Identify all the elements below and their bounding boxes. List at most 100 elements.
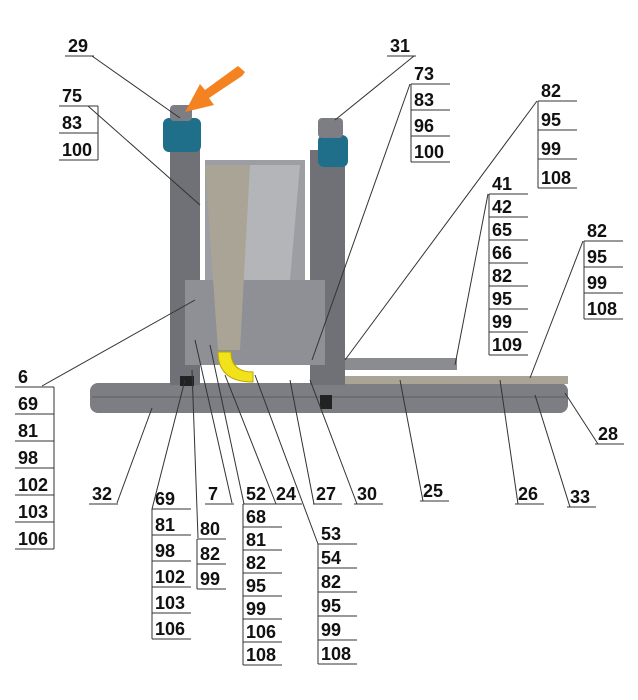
part-number: 108 <box>246 645 276 665</box>
part-number: 52 <box>246 484 266 504</box>
part-number: 25 <box>423 481 443 501</box>
part-number: 99 <box>321 620 341 640</box>
callout-75: 75 83 100 <box>59 86 201 206</box>
part-number: 99 <box>587 273 607 293</box>
part-number: 82 <box>246 553 266 573</box>
callout-28: 28 <box>564 392 624 445</box>
callout-82: 82 95 99 108 <box>529 221 623 379</box>
part-number: 103 <box>18 502 48 522</box>
right-motor <box>318 135 348 167</box>
leader-line <box>534 394 571 508</box>
leader-line <box>289 379 315 505</box>
part-number: 6 <box>18 367 28 387</box>
part-number: 108 <box>541 168 571 188</box>
part-number: 24 <box>276 484 296 504</box>
part-number: 27 <box>316 484 336 504</box>
leader-line <box>529 240 584 379</box>
leader-line <box>334 55 415 121</box>
part-number: 100 <box>62 140 92 160</box>
leader-line <box>454 193 489 366</box>
callouts: 2975831003173839610082959910841426566829… <box>15 36 624 666</box>
part-number: 99 <box>541 139 561 159</box>
part-number: 69 <box>18 394 38 414</box>
leader-line <box>116 407 153 504</box>
part-number: 108 <box>321 644 351 664</box>
machine-illustration <box>90 66 568 413</box>
side-conveyor <box>345 358 457 370</box>
leader-line <box>191 369 199 539</box>
leader-line <box>399 379 424 502</box>
part-number: 98 <box>18 448 38 468</box>
callout-82: 82 95 99 108 <box>344 81 577 361</box>
part-number: 82 <box>541 81 561 101</box>
part-number: 68 <box>246 507 266 527</box>
part-number: 54 <box>321 548 341 568</box>
part-number: 82 <box>321 572 341 592</box>
part-number: 99 <box>200 569 220 589</box>
part-number: 65 <box>492 220 512 240</box>
part-number: 66 <box>492 243 512 263</box>
part-number: 95 <box>587 247 607 267</box>
part-number: 108 <box>587 299 617 319</box>
part-number: 33 <box>570 487 590 507</box>
part-number: 99 <box>246 599 266 619</box>
part-number: 106 <box>246 622 276 642</box>
leader-line <box>309 379 358 505</box>
leader-line <box>151 379 186 510</box>
part-number: 73 <box>414 64 434 84</box>
callout-32: 32 <box>89 407 153 505</box>
callout-29: 29 <box>65 36 181 119</box>
part-number: 99 <box>492 312 512 332</box>
part-number: 28 <box>598 424 618 444</box>
part-number: 82 <box>200 544 220 564</box>
part-number: 75 <box>62 86 82 106</box>
leader-line <box>344 100 538 361</box>
part-number: 83 <box>62 113 82 133</box>
part-number: 53 <box>321 524 341 544</box>
callout-27: 27 <box>289 379 342 505</box>
leader-line <box>91 55 181 119</box>
part-number: 26 <box>518 484 538 504</box>
part-number: 102 <box>18 475 48 495</box>
part-number: 7 <box>208 484 218 504</box>
callout-6: 6 69 81 98 102 103 106 <box>15 299 196 550</box>
part-number: 30 <box>357 484 377 504</box>
part-number: 29 <box>68 36 88 56</box>
leader-line <box>564 392 599 445</box>
part-number: 98 <box>155 541 175 561</box>
leader-line <box>254 374 319 545</box>
leader-line <box>311 83 411 361</box>
part-number: 106 <box>155 619 185 639</box>
part-number: 95 <box>246 576 266 596</box>
left-motor <box>163 118 201 152</box>
part-number: 41 <box>492 174 512 194</box>
part-number: 95 <box>492 289 512 309</box>
leader-line <box>194 339 233 504</box>
callout-26: 26 <box>499 379 544 505</box>
highlight-arrow <box>185 66 245 112</box>
part-number: 106 <box>18 529 48 549</box>
leader-line <box>499 379 519 505</box>
part-number: 32 <box>92 484 112 504</box>
part-number: 103 <box>155 593 185 613</box>
callout-24: 24 <box>224 374 302 505</box>
leader-line <box>224 374 277 505</box>
chute <box>217 351 254 383</box>
part-number: 82 <box>587 221 607 241</box>
part-number: 109 <box>492 335 522 355</box>
part-number: 81 <box>18 421 38 441</box>
part-number: 31 <box>390 36 410 56</box>
part-number: 96 <box>414 116 434 136</box>
part-number: 100 <box>414 142 444 162</box>
part-number: 69 <box>155 489 175 509</box>
part-number: 95 <box>541 110 561 130</box>
leader-line <box>41 299 196 387</box>
callout-7: 7 <box>194 339 234 505</box>
belt <box>205 165 250 350</box>
callout-33: 33 <box>534 394 596 508</box>
